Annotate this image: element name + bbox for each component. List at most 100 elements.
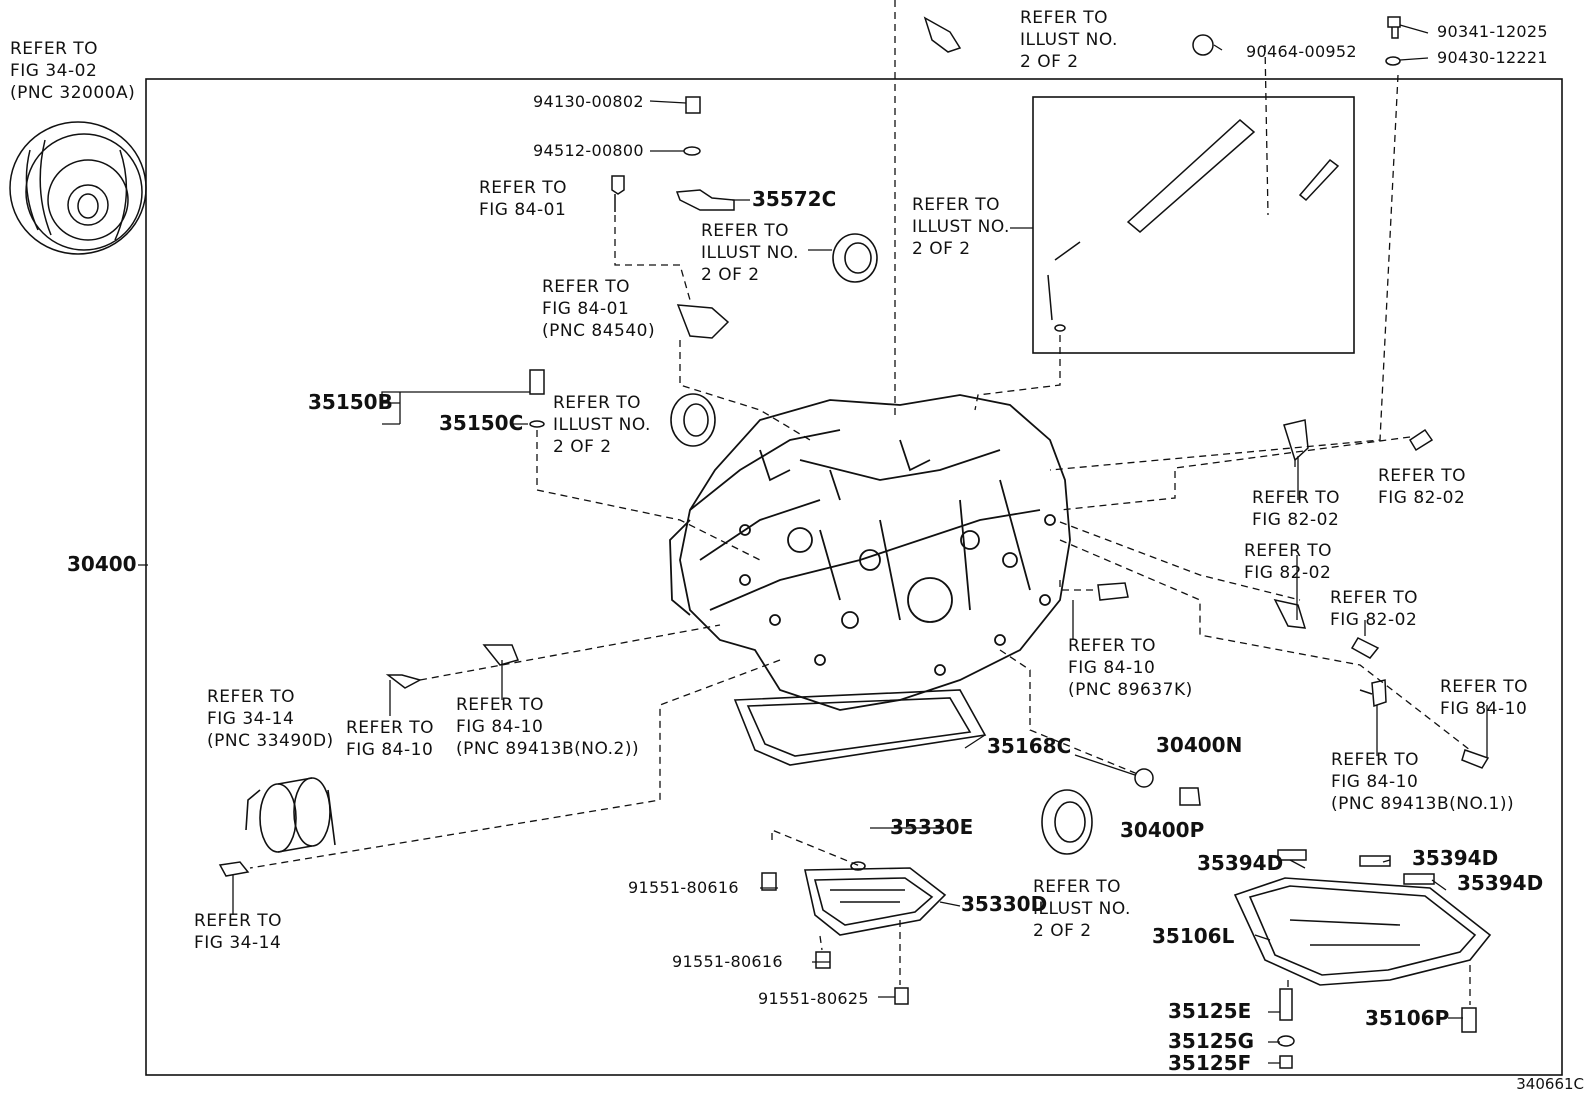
label-line: REFER TO — [701, 221, 790, 241]
part-number-90464-00952[interactable]: 90464-00952 — [1246, 42, 1357, 61]
label-fig-82-02-ref-d[interactable]: REFER TO FIG 82-02 — [1330, 587, 1418, 631]
oil-cooler-icon — [245, 777, 336, 853]
part-number-35394d-a[interactable]: 35394D — [1197, 851, 1284, 875]
gasket-icon — [733, 689, 987, 766]
part-number-90430-12221[interactable]: 90430-12221 — [1437, 48, 1548, 67]
label-line: ILLUST NO. — [553, 415, 651, 435]
part-number-35106l[interactable]: 35106L — [1152, 924, 1235, 948]
label-line: ILLUST NO. — [912, 217, 1010, 237]
label-line: ILLUST NO. — [1033, 899, 1131, 919]
label-line: REFER TO — [1331, 750, 1420, 770]
label-fig-34-14-ref-a[interactable]: REFER TO FIG 34-14 (PNC 33490D) — [207, 686, 334, 752]
label-line: FIG 82-02 — [1244, 563, 1332, 583]
label-illust-ref-c[interactable]: REFER TO ILLUST NO. 2 OF 2 — [912, 194, 1010, 260]
label-illust-ref-d[interactable]: REFER TO ILLUST NO. 2 OF 2 — [1033, 876, 1131, 942]
label-line: (PNC 89413B(NO.2)) — [456, 739, 640, 759]
main-frame — [145, 78, 1563, 1076]
part-number-91551-80616-b[interactable]: 91551-80616 — [672, 952, 783, 971]
part-number-35394d-b[interactable]: 35394D — [1412, 846, 1499, 870]
inset-box — [1032, 96, 1355, 354]
label-fig-84-10-ref-no2[interactable]: REFER TO FIG 84-10 (PNC 89413B(NO.2)) — [456, 694, 639, 760]
part-number-30400p[interactable]: 30400P — [1120, 818, 1205, 842]
label-line: FIG 84-01 — [479, 200, 567, 220]
part-number-90341-12025[interactable]: 90341-12025 — [1437, 22, 1548, 41]
torque-converter-icon — [9, 121, 147, 255]
label-line: REFER TO — [1330, 588, 1419, 608]
oil-seal-icons — [670, 233, 1093, 855]
part-number-35106p[interactable]: 35106P — [1365, 1006, 1450, 1030]
label-torque-converter-ref[interactable]: REFER TO FIG 34-02 (PNC 32000A) — [10, 38, 135, 104]
label-fig-82-02-ref-c[interactable]: REFER TO FIG 82-02 — [1244, 540, 1332, 584]
label-line: FIG 34-14 — [207, 709, 295, 729]
label-line: (PNC 89637K) — [1068, 680, 1193, 700]
label-fig-82-02-ref-a[interactable]: REFER TO FIG 82-02 — [1378, 465, 1466, 509]
part-number-30400n[interactable]: 30400N — [1156, 733, 1243, 757]
label-line: REFER TO — [346, 718, 435, 738]
label-line: REFER TO — [1244, 541, 1333, 561]
leader-lines — [138, 24, 1488, 1064]
part-number-35572c[interactable]: 35572C — [752, 187, 837, 211]
part-number-35125e[interactable]: 35125E — [1168, 999, 1252, 1023]
label-fig-84-01-ref-b[interactable]: REFER TO FIG 84-01 (PNC 84540) — [542, 276, 655, 342]
label-line: FIG 82-02 — [1330, 610, 1418, 630]
label-line: REFER TO — [456, 695, 545, 715]
part-number-35125f[interactable]: 35125F — [1168, 1051, 1252, 1075]
label-fig-34-14-ref-b[interactable]: REFER TO FIG 34-14 — [194, 910, 282, 954]
part-number-35150c[interactable]: 35150C — [439, 411, 524, 435]
label-fig-82-02-ref-b[interactable]: REFER TO FIG 82-02 — [1252, 487, 1340, 531]
label-line: 2 OF 2 — [553, 437, 612, 457]
label-illust-ref-b[interactable]: REFER TO ILLUST NO. 2 OF 2 — [553, 392, 651, 458]
label-illust-ref-top[interactable]: REFER TO ILLUST NO. 2 OF 2 — [1020, 7, 1118, 73]
label-line: FIG 84-10 — [1331, 772, 1419, 792]
label-fig-84-10-ref-89637k[interactable]: REFER TO FIG 84-10 (PNC 89637K) — [1068, 635, 1193, 701]
label-line: 2 OF 2 — [701, 265, 760, 285]
label-line: REFER TO — [1020, 8, 1109, 28]
part-number-94130-00802[interactable]: 94130-00802 — [533, 92, 644, 111]
label-line: 2 OF 2 — [1020, 52, 1079, 72]
part-number-35394d-c[interactable]: 35394D — [1457, 871, 1544, 895]
transmission-case-icon — [669, 394, 1071, 711]
label-line: (PNC 89413B(NO.1)) — [1331, 794, 1515, 814]
label-fig-84-01-ref-a[interactable]: REFER TO FIG 84-01 — [479, 177, 567, 221]
dashed-guide-lines — [249, 0, 1471, 1005]
part-number-35125g[interactable]: 35125G — [1168, 1029, 1254, 1053]
label-fig-84-10-ref-b[interactable]: REFER TO FIG 84-10 — [346, 717, 434, 761]
label-line: REFER TO — [1378, 466, 1467, 486]
small-parts-icons — [218, 16, 1490, 1069]
label-line: 2 OF 2 — [1033, 921, 1092, 941]
label-line: REFER TO — [542, 277, 631, 297]
label-line: (PNC 33490D) — [207, 731, 334, 751]
label-line: FIG 84-10 — [346, 740, 434, 760]
label-line: (PNC 32000A) — [10, 83, 136, 103]
label-fig-84-10-ref-c[interactable]: REFER TO FIG 84-10 — [1440, 676, 1528, 720]
label-line: ILLUST NO. — [701, 243, 799, 263]
label-illust-ref-a[interactable]: REFER TO ILLUST NO. 2 OF 2 — [701, 220, 799, 286]
label-line: FIG 34-14 — [194, 933, 282, 953]
label-line: FIG 82-02 — [1378, 488, 1466, 508]
label-line: REFER TO — [194, 911, 283, 931]
part-number-30400[interactable]: 30400 — [67, 552, 137, 576]
part-number-35330e[interactable]: 35330E — [890, 815, 974, 839]
label-line: FIG 84-10 — [1068, 658, 1156, 678]
part-number-91551-80625[interactable]: 91551-80625 — [758, 989, 869, 1008]
label-line: REFER TO — [10, 39, 99, 59]
label-line: ILLUST NO. — [1020, 30, 1118, 50]
label-line: REFER TO — [1033, 877, 1122, 897]
label-line: REFER TO — [479, 178, 568, 198]
part-number-35150b[interactable]: 35150B — [308, 390, 393, 414]
part-number-35168c[interactable]: 35168C — [987, 734, 1072, 758]
part-number-35330d[interactable]: 35330D — [961, 892, 1048, 916]
label-line: REFER TO — [553, 393, 642, 413]
label-line: REFER TO — [1252, 488, 1341, 508]
label-line: REFER TO — [1068, 636, 1157, 656]
label-line: FIG 34-02 — [10, 61, 98, 81]
label-line: FIG 84-10 — [1440, 699, 1528, 719]
label-line: REFER TO — [1440, 677, 1529, 697]
label-fig-84-10-ref-no1[interactable]: REFER TO FIG 84-10 (PNC 89413B(NO.1)) — [1331, 749, 1514, 815]
part-number-91551-80616-a[interactable]: 91551-80616 — [628, 878, 739, 897]
strainer-icon — [804, 861, 947, 936]
oil-pan-icon — [1233, 877, 1492, 986]
part-number-94512-00800[interactable]: 94512-00800 — [533, 141, 644, 160]
diagram-code: 340661C — [1516, 1075, 1584, 1093]
